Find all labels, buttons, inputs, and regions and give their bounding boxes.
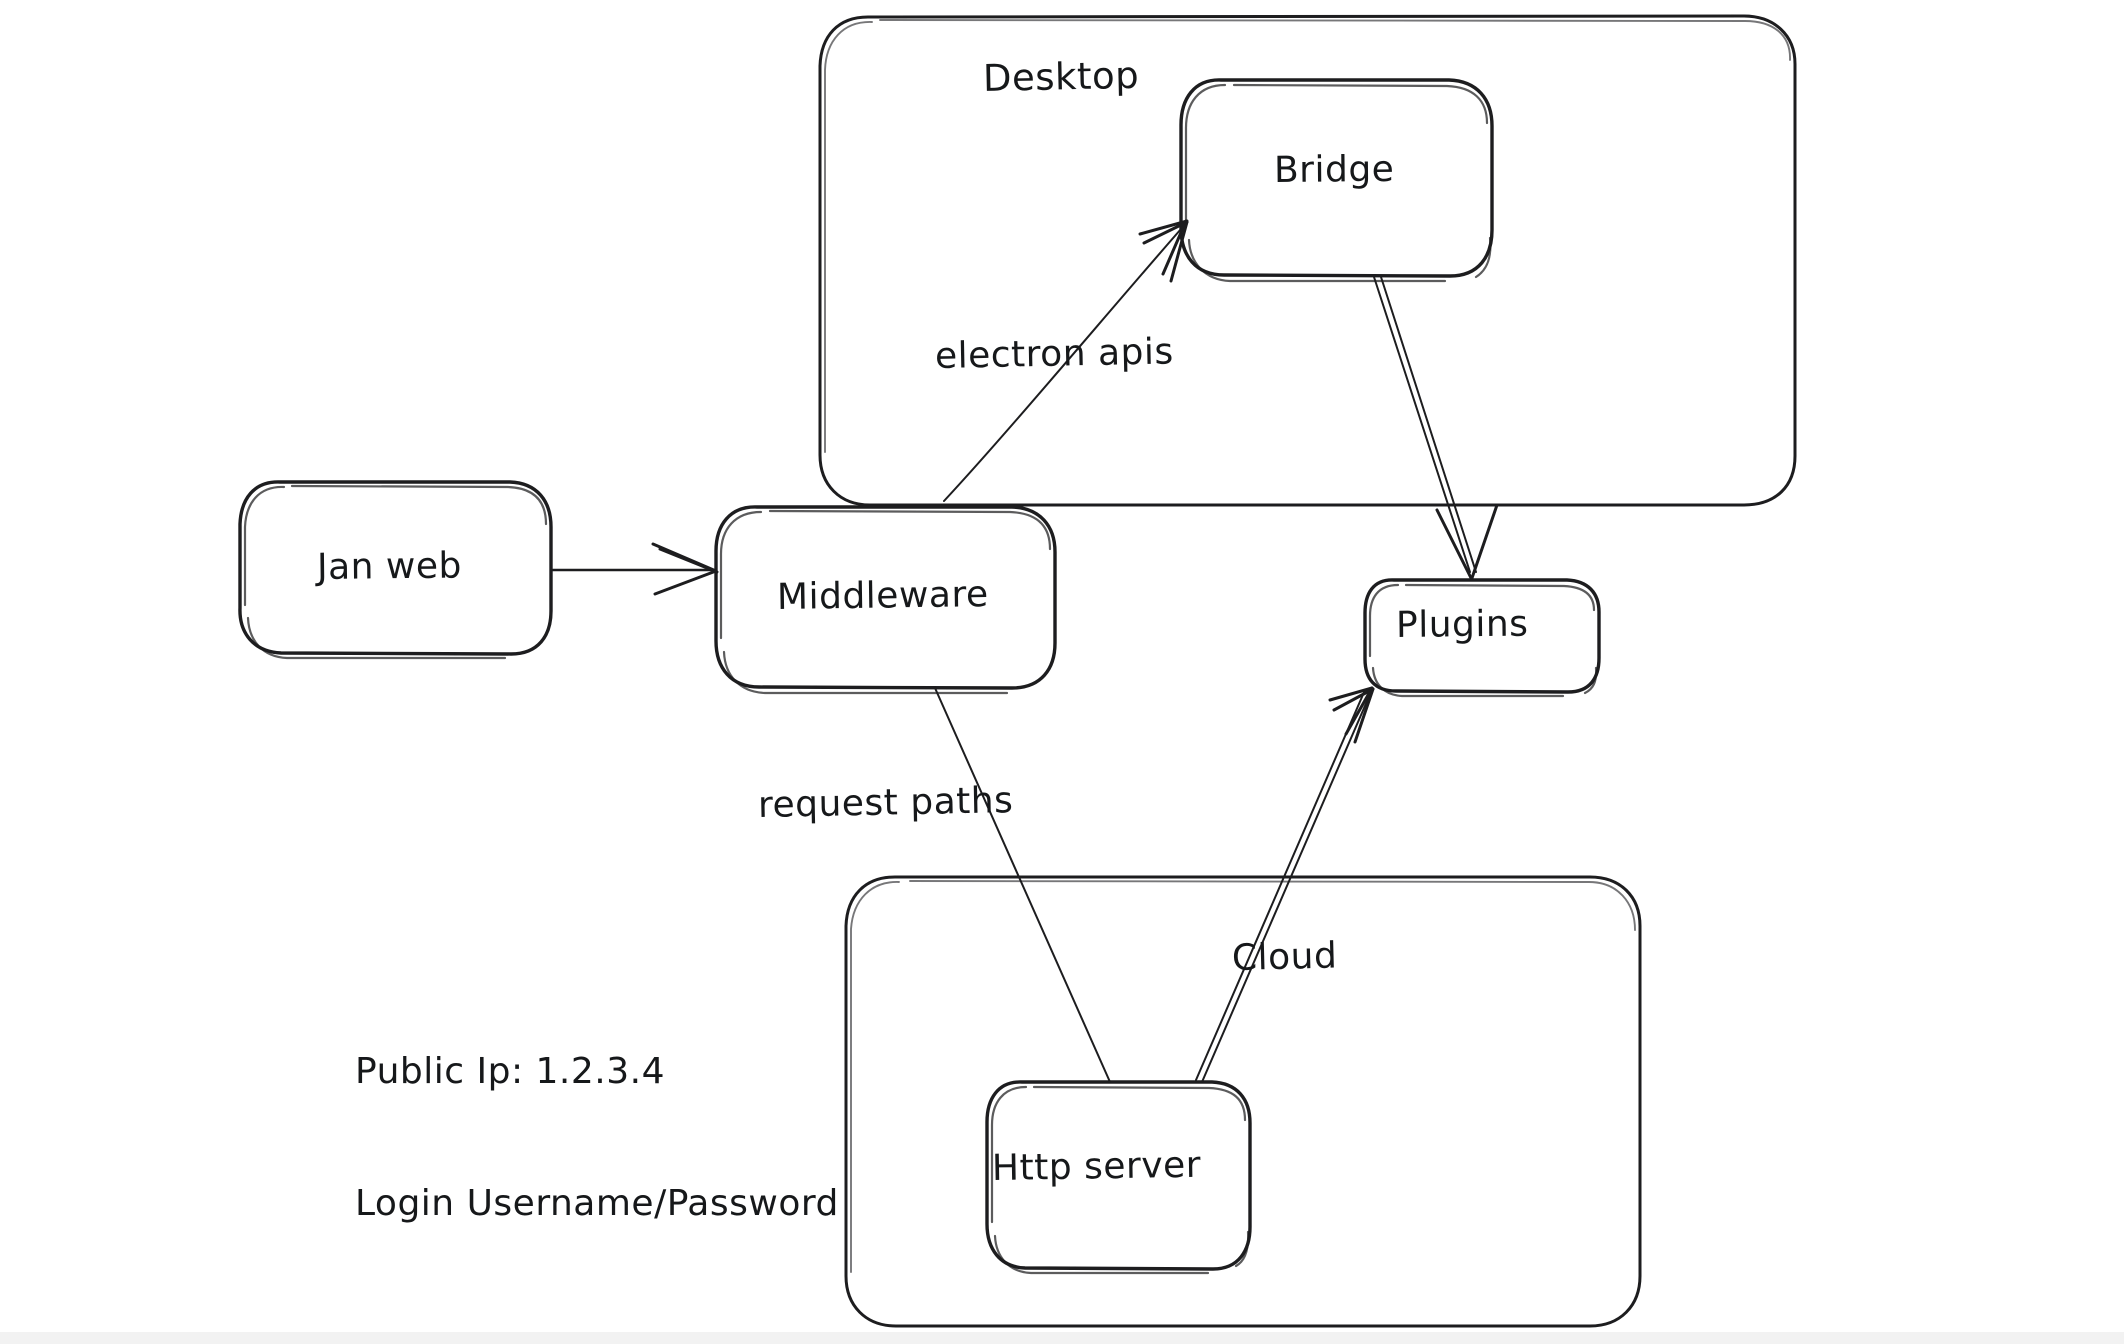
node-middleware[interactable] <box>714 505 1057 695</box>
edge-label-request-paths: request paths <box>757 780 1014 826</box>
node-label-http-server: Http server <box>991 1144 1202 1189</box>
node-jan-web[interactable] <box>238 480 553 660</box>
edge-label-electron-apis: electron apis <box>934 331 1175 377</box>
note-line-public-ip: Public Ip: 1.2.3.4 <box>355 1050 665 1092</box>
container-label-desktop: Desktop <box>982 53 1140 100</box>
edge-label-cloud: Cloud <box>1231 935 1338 979</box>
node-label-middleware: Middleware <box>776 574 989 618</box>
note-line-login: Login Username/Password <box>355 1182 839 1224</box>
node-label-jan-web: Jan web <box>316 545 463 588</box>
node-bridge[interactable] <box>1179 78 1494 283</box>
edge-http-to-plugins <box>1195 686 1375 1083</box>
container-desktop <box>818 14 1797 507</box>
node-plugins[interactable] <box>1363 578 1601 698</box>
node-http-server[interactable] <box>985 1080 1252 1275</box>
edge-jan-to-middleware <box>551 542 719 596</box>
edge-middleware-to-http <box>934 687 1111 1083</box>
edge-bridge-to-plugins <box>1373 276 1499 580</box>
bottom-edge-strip <box>0 1332 2124 1344</box>
node-label-plugins: Plugins <box>1395 603 1529 646</box>
connection-note: Public Ip: 1.2.3.4 Login Username/Passwo… <box>355 962 839 1313</box>
container-cloud <box>844 875 1642 1328</box>
node-label-bridge: Bridge <box>1273 148 1395 191</box>
edge-middleware-to-bridge <box>943 219 1189 502</box>
